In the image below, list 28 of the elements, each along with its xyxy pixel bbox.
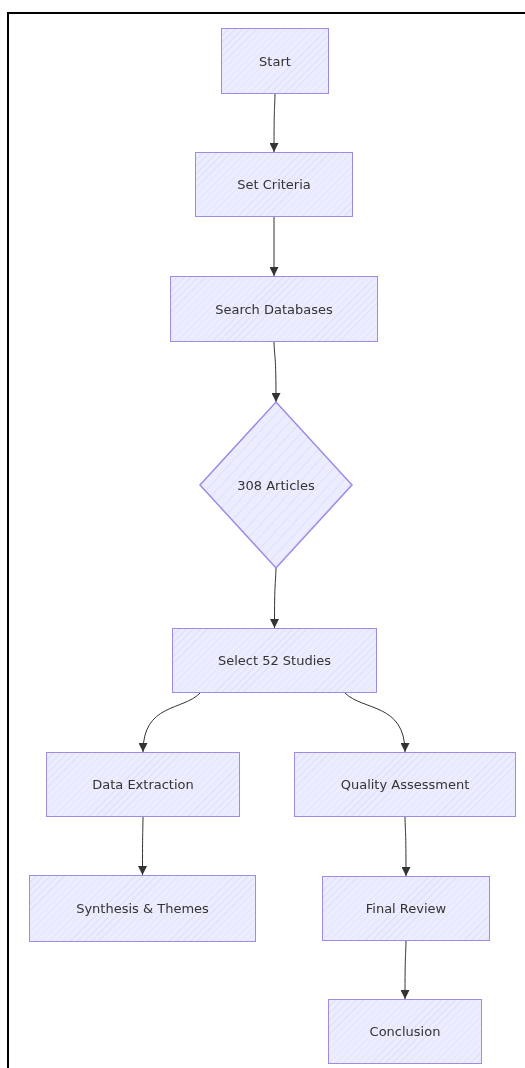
process-box [294,752,516,817]
arrow [270,567,279,629]
node-label: Final Review [365,901,447,916]
process-box [328,999,482,1064]
process-box [221,28,329,94]
process-box [172,628,377,693]
node-label: Start [259,53,291,69]
node-label: Data Extraction [92,777,194,792]
arrow [269,93,279,153]
node-label: Quality Assessment [340,777,470,792]
arrow [401,816,411,877]
process-box [46,752,240,817]
node-label: Set Criteria [237,177,311,192]
process-box [322,876,490,941]
arrow [400,940,410,1000]
arrow [139,692,201,753]
arrow [138,816,147,876]
node-label: Select 52 Studies [217,653,332,668]
arrow [271,341,281,403]
node-label: Conclusion [369,1024,441,1039]
arrow [269,216,279,277]
process-box [195,152,353,217]
node-label: 308 Articles [237,477,315,493]
arrow [344,692,409,753]
process-box [29,875,256,942]
node-label: Synthesis & Themes [76,901,209,916]
process-box [170,276,378,342]
node-label: Search Databases [215,301,333,317]
